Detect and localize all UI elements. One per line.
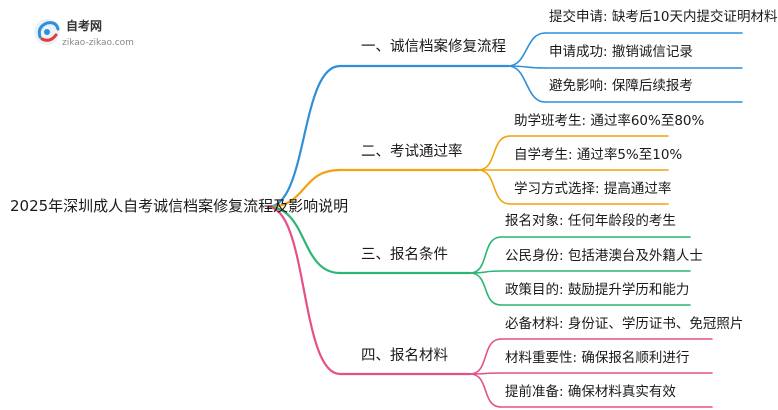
leaf-2-3-connector — [477, 169, 511, 205]
leaf-2-1: 助学班考生: 通过率60%至80% — [514, 113, 705, 129]
logo-mark-icon — [34, 19, 60, 45]
leaf-1-3-connector — [507, 65, 546, 103]
branch-1-label: 一、诚信档案修复流程 — [361, 39, 506, 55]
leaf-2-2: 自学考生: 通过率5%至10% — [514, 147, 683, 163]
logo-url: zikao-zikao.com — [62, 38, 134, 48]
leaf-1-1: 提交申请: 缺考后10天内提交证明材料 — [549, 9, 778, 25]
leaf-1-3: 避免影响: 保障后续报考 — [549, 78, 693, 94]
mindmap: 自考网 zikao-zikao.com 2025年深圳成人自考诚信档案修复流程及… — [10, 10, 778, 408]
mindmap-connectors — [266, 32, 743, 408]
leaf-4-1: 必备材料: 身份证、学历证书、免冠照片 — [505, 316, 744, 332]
leaf-3-1: 报名对象: 任何年龄段的考生 — [505, 213, 676, 229]
leaf-4-3-connector — [469, 373, 502, 408]
leaf-3-3-connector — [469, 272, 502, 306]
leaf-2-1-connector — [477, 135, 511, 171]
branch-1-connector — [266, 64, 342, 209]
leaf-3-3: 政策目的: 鼓励提升学历和能力 — [505, 282, 690, 298]
site-logo[interactable]: 自考网 zikao-zikao.com — [32, 14, 152, 54]
leaf-2-3: 学习方式选择: 提高通过率 — [514, 181, 672, 197]
branch-3-connector — [266, 205, 342, 275]
leaf-3-1-connector — [469, 236, 502, 274]
leaf-1-2: 申请成功: 撤销诚信记录 — [549, 44, 693, 60]
leaf-4-3: 提前准备: 确保材料真实有效 — [505, 384, 676, 400]
branch-2-label: 二、考试通过率 — [361, 144, 463, 160]
leaf-1-1-connector — [507, 32, 546, 67]
branch-2-connector — [266, 168, 342, 209]
logo-title: 自考网 — [66, 19, 103, 33]
root-topic: 2025年深圳成人自考诚信档案修复流程及影响说明 — [10, 197, 349, 215]
leaf-4-2: 材料重要性: 确保报名顺利进行 — [505, 350, 690, 366]
branch-4-connector — [266, 205, 342, 376]
leaf-3-2: 公民身份: 包括港澳台及外籍人士 — [505, 248, 703, 264]
branch-3-label: 三、报名条件 — [361, 247, 448, 263]
leaf-4-1-connector — [469, 338, 502, 375]
branch-4-label: 四、报名材料 — [361, 348, 448, 364]
